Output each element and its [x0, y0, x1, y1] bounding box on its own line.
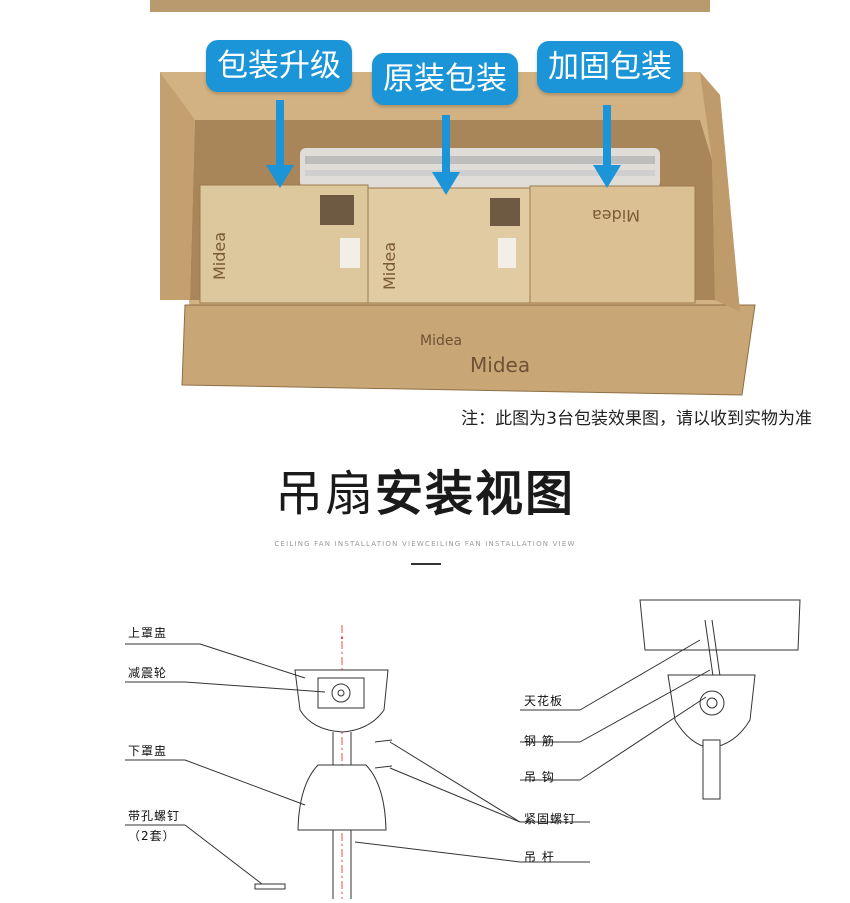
- installation-diagram: 上罩盅 减震轮 下罩盅 带孔螺钉 （2套） 天花板 钢 筋 吊 钩 紧固螺钉 吊…: [0, 580, 850, 903]
- label-rod: 吊 杆: [524, 850, 555, 864]
- label-tighten-screw: 紧固螺钉: [524, 812, 577, 826]
- svg-text:Midea: Midea: [380, 242, 399, 290]
- svg-text:Midea: Midea: [470, 353, 530, 377]
- section-title: 吊扇安装视图: [0, 454, 850, 524]
- reinforced-packaging-label: 加固包装: [537, 41, 683, 93]
- packaging-illustration: Midea Midea Midea Midea Midea: [150, 0, 756, 396]
- title-light: 吊扇: [274, 466, 375, 522]
- label-hole-screw-qty: （2套）: [128, 829, 176, 843]
- original-packaging-label: 原装包装: [372, 53, 518, 105]
- title-divider: [411, 563, 441, 565]
- svg-text:Midea: Midea: [592, 206, 640, 225]
- svg-text:Midea: Midea: [420, 333, 462, 349]
- packaging-upgrade-label: 包装升级: [206, 40, 352, 92]
- title-bold: 安装视图: [375, 466, 576, 522]
- label-hook: 吊 钩: [524, 770, 555, 784]
- label-ceiling: 天花板: [524, 694, 564, 708]
- label-damper-wheel: 减震轮: [128, 666, 168, 680]
- diagram-drawing: [125, 599, 801, 899]
- section-subtitle: CEILING FAN INSTALLATION VIEWCEILING FAN…: [274, 540, 576, 548]
- packaging-note: 注：此图为3台包装效果图，请以收到实物为准: [461, 409, 812, 429]
- label-upper-cover: 上罩盅: [128, 626, 168, 640]
- label-hole-screw: 带孔螺钉: [128, 809, 181, 823]
- svg-text:Midea: Midea: [210, 232, 229, 280]
- label-rebar: 钢 筋: [524, 734, 555, 748]
- label-lower-cover: 下罩盅: [128, 744, 168, 758]
- packaging-photo: Midea Midea Midea Midea Midea 包装升级 原装包装 …: [0, 0, 850, 400]
